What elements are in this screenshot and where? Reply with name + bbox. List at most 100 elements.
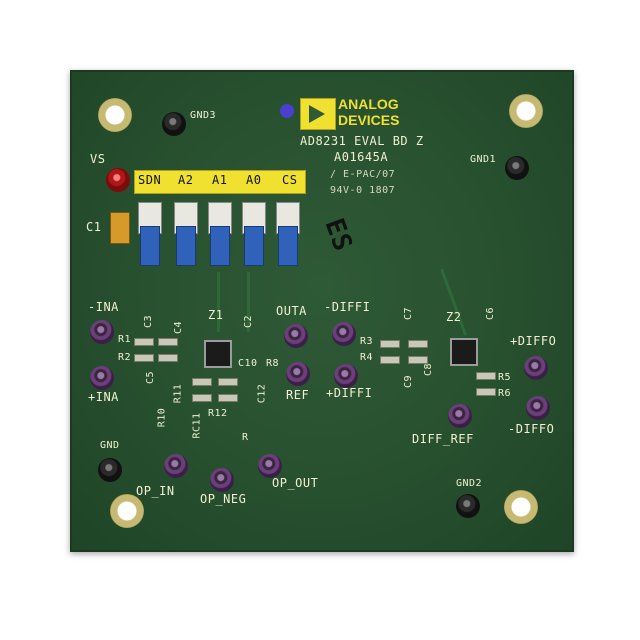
gnd2-terminal: [456, 494, 480, 518]
neg-diffi-label: -DIFFI: [324, 300, 371, 314]
analog-devices-logo-icon: [300, 98, 336, 130]
component-pad: [192, 378, 212, 386]
pos-ina-label: +INA: [88, 390, 119, 404]
pos-diffi-terminal: [334, 364, 358, 388]
component-pad: [134, 338, 154, 346]
mounting-hole-top-left: [98, 98, 132, 132]
trace: [440, 268, 467, 336]
diff-ref-label: DIFF_REF: [412, 432, 474, 446]
gnd-label: GND: [100, 440, 120, 451]
c1-label: C1: [86, 220, 102, 234]
z1-label: Z1: [208, 308, 224, 322]
r3-label: R3: [360, 336, 374, 347]
neg-ina-terminal: [90, 320, 114, 344]
r1-label: R1: [118, 334, 132, 345]
board-fab-line: / E-PAC/07: [330, 169, 396, 180]
pos-diffo-terminal: [524, 356, 548, 380]
op-neg-label: OP_NEG: [200, 492, 247, 506]
jumper-label-a0: A0: [246, 173, 262, 187]
fiducial-dot: [280, 104, 294, 118]
r11-label: R11: [172, 383, 184, 404]
pos-diffo-label: +DIFFO: [510, 334, 557, 348]
neg-ina-label: -INA: [88, 300, 119, 314]
op-neg-terminal: [210, 468, 234, 492]
op-in-label: OP_IN: [136, 484, 175, 498]
c10-label: C10: [238, 358, 258, 369]
jumper-label-a2: A2: [178, 173, 194, 187]
mounting-hole-top-right: [509, 94, 543, 128]
board-part-line: A01645A: [334, 150, 389, 164]
component-pad: [218, 378, 238, 386]
c7-label: C7: [403, 306, 415, 321]
c6-label: C6: [485, 306, 497, 321]
outa-label: OUTA: [276, 304, 307, 318]
trace: [247, 272, 250, 332]
ref-terminal: [286, 362, 310, 386]
jumper-a1[interactable]: [208, 202, 232, 266]
component-pad: [218, 394, 238, 402]
component-pad: [408, 340, 428, 348]
rc11-label: RC11: [191, 412, 203, 439]
c4-label: C4: [173, 320, 185, 335]
c5-label: C5: [145, 370, 157, 385]
pos-diffi-label: +DIFFI: [326, 386, 373, 400]
vs-label: VS: [90, 152, 106, 166]
jumper-sdn[interactable]: [138, 202, 162, 266]
r6-label: R6: [498, 388, 512, 399]
op-in-terminal: [164, 454, 188, 478]
component-pad: [476, 388, 496, 396]
component-pad: [380, 356, 400, 364]
vs-terminal: [106, 168, 130, 192]
diff-ref-terminal: [448, 404, 472, 428]
gnd3-terminal: [162, 112, 186, 136]
z2-chip: [450, 338, 478, 366]
trace: [217, 272, 220, 332]
component-pad: [158, 354, 178, 362]
c2-label: C2: [243, 314, 255, 329]
neg-diffo-label: -DIFFO: [508, 422, 555, 436]
jumper-cs[interactable]: [276, 202, 300, 266]
z1-chip: [204, 340, 232, 368]
r12-label: R12: [208, 408, 228, 419]
board-rating-line: 94V-0 1807: [330, 185, 396, 196]
jumper-label-a1: A1: [212, 173, 228, 187]
component-pad: [158, 338, 178, 346]
component-pad: [380, 340, 400, 348]
ref-label: REF: [286, 388, 310, 402]
board-name-line: AD8231 EVAL BD Z: [300, 134, 424, 148]
c9-label: C9: [403, 374, 415, 389]
pos-ina-terminal: [90, 366, 114, 390]
r8-label: R8: [266, 358, 280, 369]
neg-diffi-terminal: [332, 322, 356, 346]
r10-label: R10: [156, 407, 168, 428]
mounting-hole-bottom-left: [110, 494, 144, 528]
r4-label: R4: [360, 352, 374, 363]
gnd-terminal: [98, 458, 122, 482]
component-pad: [476, 372, 496, 380]
c8-label: C8: [423, 362, 435, 377]
jumper-a0[interactable]: [242, 202, 266, 266]
z2-label: Z2: [446, 310, 462, 324]
eval-board: ANALOG DEVICES AD8231 EVAL BD Z A01645A …: [70, 70, 574, 552]
logo-brand-line1: ANALOG: [338, 96, 399, 112]
mounting-hole-bottom-right: [504, 490, 538, 524]
jumper-label-sdn: SDN: [138, 173, 162, 187]
op-out-terminal: [258, 454, 282, 478]
jumper-label-strip: [134, 170, 306, 194]
outa-terminal: [284, 324, 308, 348]
jumper-label-cs: CS: [282, 173, 298, 187]
gnd1-label: GND1: [470, 154, 497, 165]
gnd1-terminal: [505, 156, 529, 180]
op-out-label: OP_OUT: [272, 476, 319, 490]
c3-label: C3: [143, 314, 155, 329]
r-label: R: [242, 432, 249, 443]
r5-label: R5: [498, 372, 512, 383]
handwritten-mark: ES: [318, 214, 358, 256]
gnd3-label: GND3: [190, 110, 217, 121]
r2-label: R2: [118, 352, 132, 363]
neg-diffo-terminal: [526, 396, 550, 420]
component-pad: [192, 394, 212, 402]
component-pad: [134, 354, 154, 362]
c12-label: C12: [256, 383, 268, 404]
jumper-a2[interactable]: [174, 202, 198, 266]
